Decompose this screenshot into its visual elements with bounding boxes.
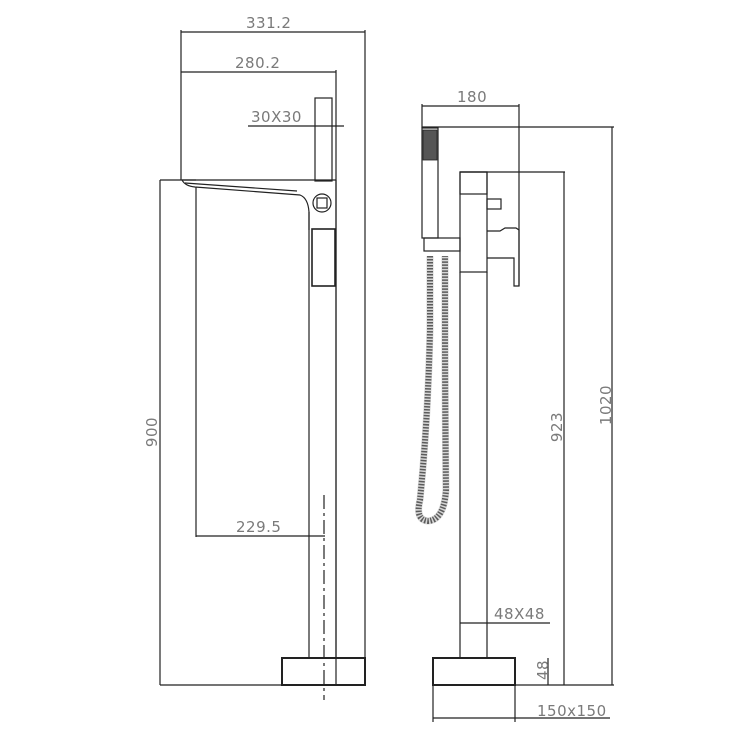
knob: [312, 193, 332, 213]
dim-overall-reach: 331.2: [246, 14, 292, 32]
dim-base-size: 150x150: [537, 702, 607, 720]
dim-base-height: 48: [534, 659, 553, 681]
dim-height-to-spout: 900: [143, 416, 162, 448]
dim-column: 48X48: [494, 605, 545, 623]
dim-spout-to-centre: 229.5: [236, 518, 282, 536]
side-base: [432, 657, 516, 686]
top-tube: [314, 97, 333, 182]
front-base: [281, 657, 366, 686]
spout: [181, 179, 310, 230]
dim-spout-reach: 280.2: [235, 54, 281, 72]
mixer-box: [311, 228, 336, 287]
dim-side-width: 180: [457, 88, 488, 106]
mixer-top: [459, 171, 488, 195]
lever: [487, 227, 520, 287]
dim-height-to-mixer: 923: [548, 411, 567, 443]
dim-top-tube: 30X30: [251, 108, 302, 126]
shower-hose: [415, 256, 450, 525]
dim-overall-height: 1020: [597, 384, 616, 426]
